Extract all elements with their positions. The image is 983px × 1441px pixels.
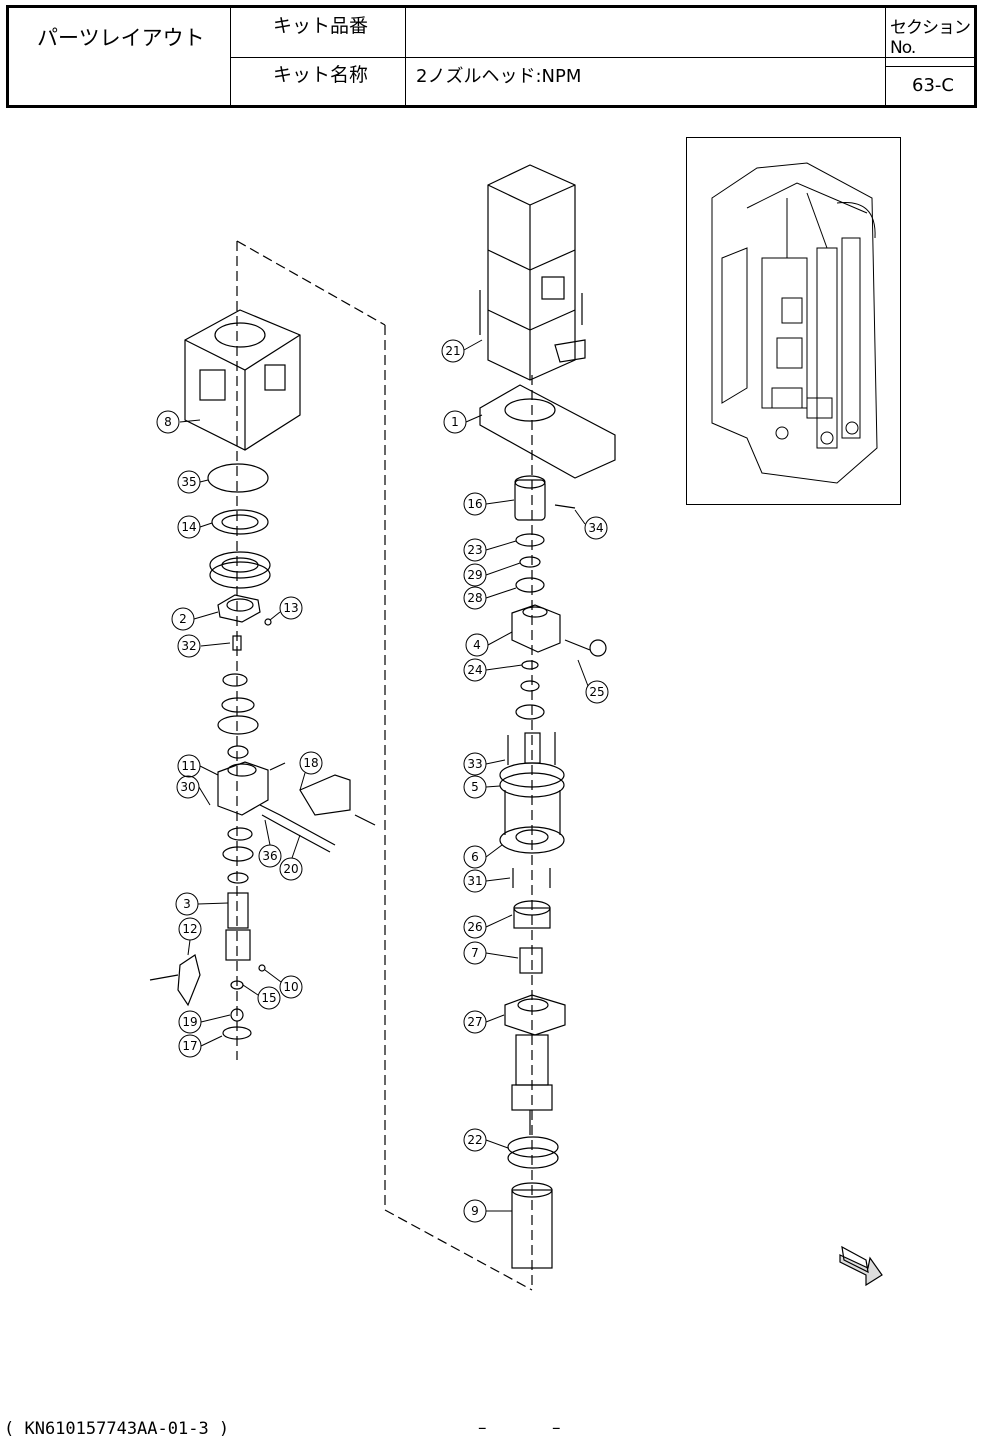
callout-5: 5 (464, 776, 500, 798)
callout-31: 31 (464, 870, 510, 892)
svg-text:8: 8 (164, 415, 172, 429)
callout-3: 3 (176, 893, 228, 915)
callouts-right: 21 1 16 34 23 29 28 4 24 25 33 5 6 31 26… (442, 340, 608, 1222)
callout-2: 2 (172, 608, 218, 630)
assembly-overview-thumbnail (686, 137, 901, 505)
callout-36: 36 (259, 820, 281, 867)
svg-text:28: 28 (467, 591, 482, 605)
document-code: ( KN610157743AA-01-3 ) (4, 1419, 229, 1439)
svg-text:5: 5 (471, 780, 479, 794)
svg-text:23: 23 (467, 543, 482, 557)
callout-9: 9 (464, 1200, 512, 1222)
callout-11: 11 (178, 755, 218, 777)
svg-text:25: 25 (589, 685, 604, 699)
callout-1: 1 (444, 411, 482, 433)
callout-12: 12 (179, 918, 201, 955)
svg-text:29: 29 (467, 568, 482, 582)
svg-text:17: 17 (182, 1039, 197, 1053)
svg-text:36: 36 (262, 849, 277, 863)
callout-15: 15 (243, 985, 280, 1009)
callout-23: 23 (464, 539, 516, 561)
page-dash-left: – (478, 1418, 487, 1438)
view-direction-arrow-icon (840, 1247, 882, 1285)
right-stack-parts (480, 165, 615, 1268)
machine-overview-image (687, 138, 900, 504)
svg-text:6: 6 (471, 850, 479, 864)
svg-text:9: 9 (471, 1204, 479, 1218)
callout-34: 34 (575, 510, 607, 539)
svg-text:26: 26 (467, 920, 482, 934)
callout-7: 7 (464, 942, 518, 964)
callout-28: 28 (464, 587, 516, 609)
assembly-axis-lines (237, 241, 532, 1290)
svg-text:30: 30 (180, 780, 195, 794)
svg-text:14: 14 (181, 520, 196, 534)
svg-text:18: 18 (303, 756, 318, 770)
svg-text:19: 19 (182, 1015, 197, 1029)
svg-text:2: 2 (179, 612, 187, 626)
svg-text:33: 33 (467, 757, 482, 771)
callout-30: 30 (177, 776, 210, 805)
callout-14: 14 (178, 516, 212, 538)
callout-27: 27 (464, 1011, 504, 1033)
svg-text:7: 7 (471, 946, 479, 960)
callout-33: 33 (464, 753, 505, 775)
callout-13: 13 (270, 597, 302, 620)
svg-text:12: 12 (182, 922, 197, 936)
svg-text:11: 11 (181, 759, 196, 773)
callout-25: 25 (578, 660, 608, 703)
callout-6: 6 (464, 845, 502, 868)
callout-29: 29 (464, 563, 520, 586)
svg-text:27: 27 (467, 1015, 482, 1029)
callout-24: 24 (464, 659, 522, 681)
svg-text:13: 13 (283, 601, 298, 615)
callout-35: 35 (178, 471, 208, 493)
svg-text:3: 3 (183, 897, 191, 911)
svg-text:24: 24 (467, 663, 482, 677)
callout-21: 21 (442, 340, 482, 362)
svg-text:34: 34 (588, 521, 603, 535)
svg-text:10: 10 (283, 980, 298, 994)
svg-text:32: 32 (181, 639, 196, 653)
svg-text:20: 20 (283, 862, 298, 876)
callout-4: 4 (466, 632, 512, 656)
callout-26: 26 (464, 915, 512, 938)
callout-16: 16 (464, 493, 514, 515)
callout-8: 8 (157, 411, 200, 433)
callout-18: 18 (300, 752, 322, 790)
callout-17: 17 (179, 1035, 222, 1057)
svg-text:35: 35 (181, 475, 196, 489)
svg-text:15: 15 (261, 991, 276, 1005)
callout-19: 19 (179, 1011, 230, 1033)
svg-text:16: 16 (467, 497, 482, 511)
svg-text:31: 31 (467, 874, 482, 888)
svg-text:22: 22 (467, 1133, 482, 1147)
page-dash-right: – (552, 1418, 561, 1438)
callout-32: 32 (178, 635, 230, 657)
callout-22: 22 (464, 1129, 508, 1151)
callout-20: 20 (280, 835, 302, 880)
svg-text:1: 1 (451, 415, 459, 429)
svg-text:21: 21 (445, 344, 460, 358)
svg-text:4: 4 (473, 638, 481, 652)
